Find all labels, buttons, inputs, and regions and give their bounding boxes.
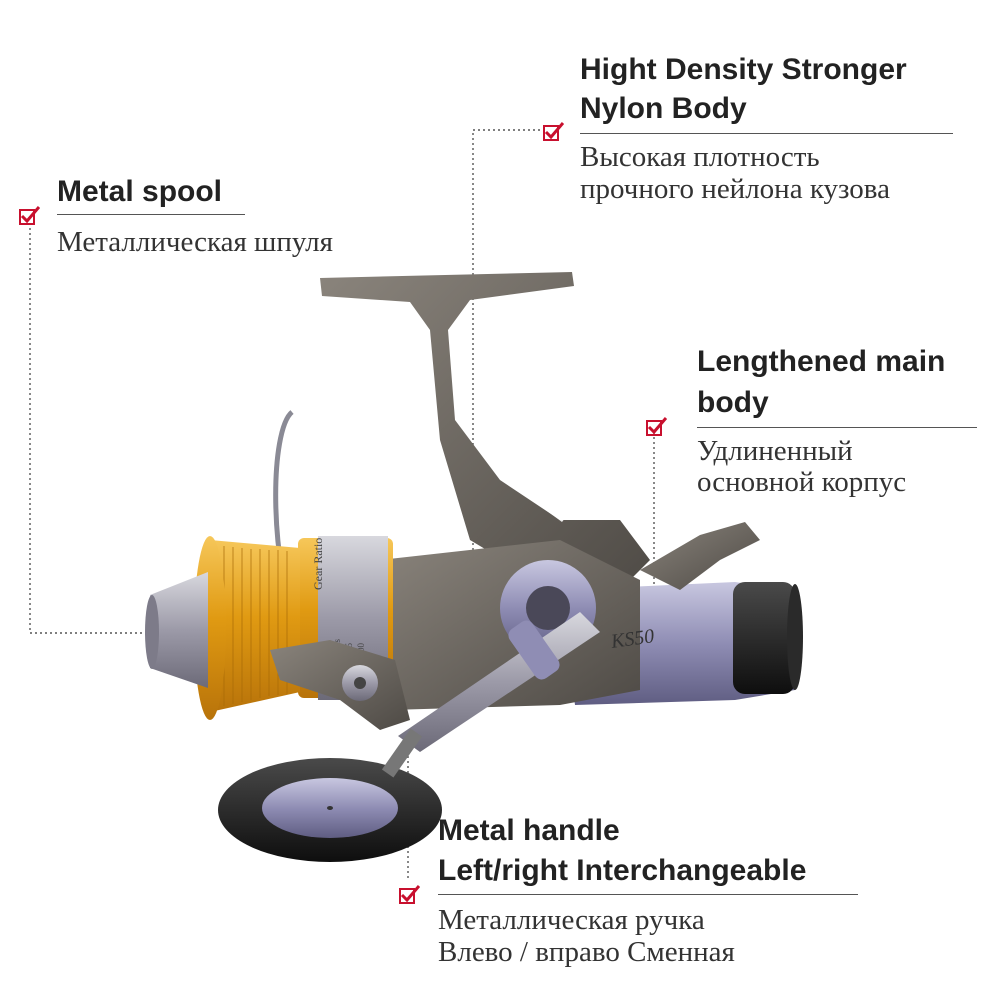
- spool-front-cap: [150, 572, 208, 688]
- spool-subtitle: Металлическая шпуля: [57, 226, 333, 258]
- main-body-subtitle-line1: Удлиненный: [697, 435, 853, 467]
- drag-lever: [640, 522, 760, 590]
- handle-arm: [398, 612, 600, 752]
- main-body-title-line2: body: [697, 386, 769, 419]
- handle-title-line1: Metal handle: [438, 814, 620, 847]
- handle-title-line2: Left/right Interchangeable: [438, 854, 807, 887]
- checkmark-icon: [646, 417, 667, 436]
- handle-subtitle-line2: Влево / вправо Сменная: [438, 936, 735, 968]
- main-body-subtitle-line2: основной корпус: [697, 466, 907, 498]
- spool-divider: [57, 214, 245, 215]
- checkmark-icon: [543, 122, 564, 141]
- main-body-divider: [697, 427, 977, 428]
- checkmark-icon: [399, 885, 420, 904]
- reel-foot-stem: [320, 272, 650, 600]
- main-body-title-line1: Lengthened main: [697, 345, 946, 378]
- leader-line-spool: [29, 228, 205, 634]
- body-subtitle-line2: прочного нейлона кузова: [580, 173, 890, 205]
- body-title-line2: Nylon Body: [580, 92, 747, 125]
- handle-subtitle-line1: Металлическая ручка: [438, 904, 705, 936]
- spool-text: Gear Ratio: [311, 538, 325, 590]
- checkmark-icon: [19, 206, 40, 225]
- body-subtitle-line1: Высокая плотность: [580, 141, 820, 173]
- handle-divider: [438, 894, 858, 895]
- body-divider: [580, 133, 953, 134]
- bail-arm: [270, 640, 410, 730]
- spool-title: Metal spool: [57, 175, 223, 208]
- rear-cap: [733, 582, 795, 694]
- body-title-line1: Hight Density Stronger: [580, 53, 907, 86]
